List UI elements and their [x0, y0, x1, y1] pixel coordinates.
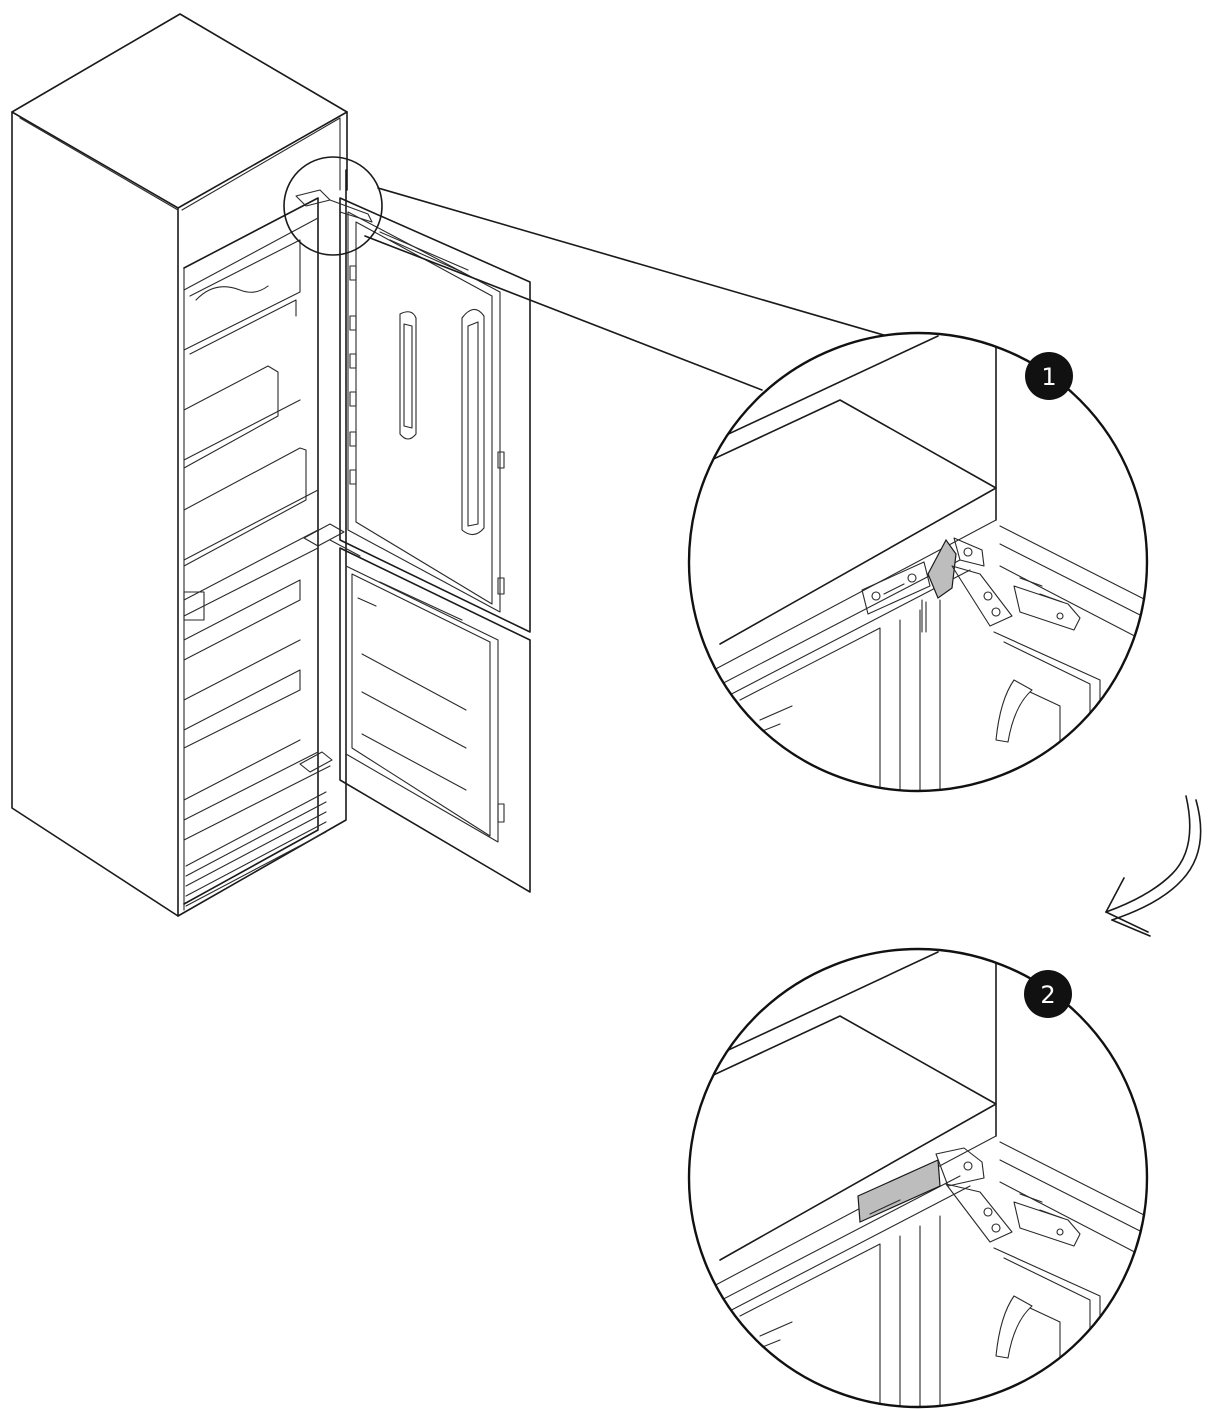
detail-view-step-2	[687, 947, 1149, 1409]
built-in-fridge-illustration	[11, 13, 531, 917]
upward-arrow-icon	[927, 538, 957, 599]
step-badge-2: 2	[1024, 970, 1072, 1018]
curved-arrow-down-icon	[1105, 795, 1202, 937]
vent-grille	[185, 791, 327, 907]
detail-callout-lines	[364, 187, 919, 391]
lower-door	[339, 547, 531, 893]
fridge-hinges	[295, 189, 373, 773]
fridge-interior	[183, 197, 331, 907]
svg-text:1: 1	[1041, 363, 1056, 391]
cabinet-housing	[11, 13, 348, 917]
upper-door	[339, 197, 531, 633]
step-badge-1: 1	[1025, 352, 1073, 400]
svg-text:2: 2	[1040, 981, 1055, 1009]
detail-view-step-1	[687, 331, 1149, 793]
detail-magnifier-circle	[283, 156, 383, 256]
